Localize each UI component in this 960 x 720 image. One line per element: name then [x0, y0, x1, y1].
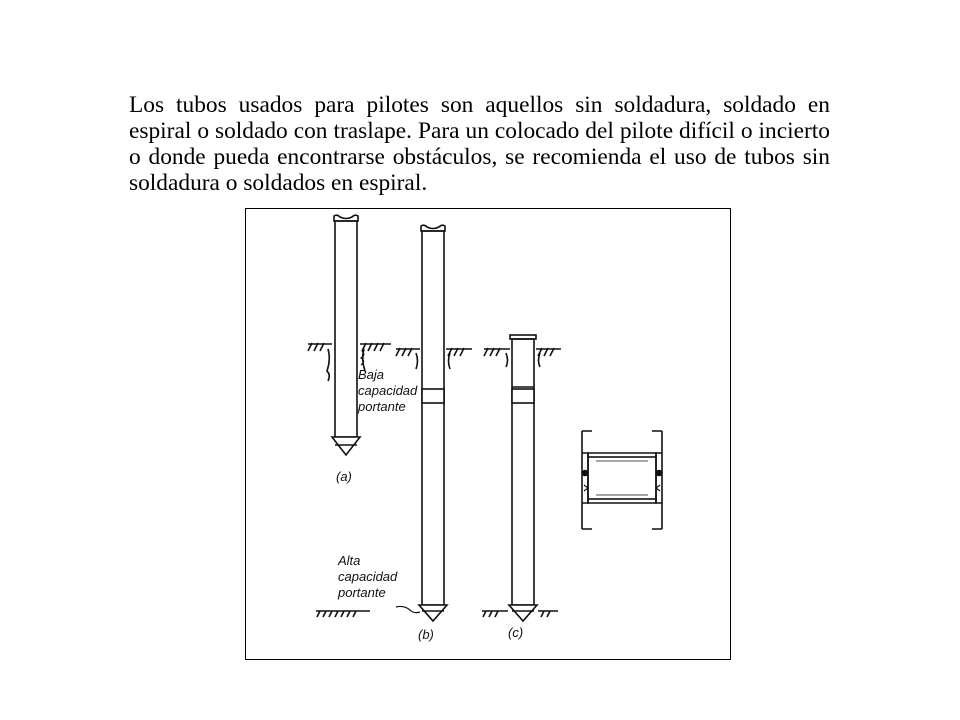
pipe-piles-drawing: [307, 214, 663, 623]
label-a-line-1: Baja: [358, 367, 385, 382]
splice-detail: [581, 430, 663, 531]
label-a-line-3: portante: [358, 399, 406, 414]
pile-a: [330, 214, 362, 457]
pile-c: [507, 334, 539, 623]
label-b-line-3: portante: [338, 585, 386, 600]
caption-c: (c): [508, 625, 524, 640]
label-baja-capacidad: Baja capacidad portante: [358, 367, 417, 415]
ground-bottom: [316, 605, 558, 618]
label-a-line-2: capacidad: [358, 383, 418, 398]
pile-b: [417, 224, 449, 623]
label-b-line-2: capacidad: [338, 569, 398, 584]
ground-a: [307, 342, 391, 382]
ground-b: [395, 347, 472, 370]
caption-a: (a): [336, 469, 352, 484]
body-paragraph: Los tubos usados para pilotes son aquell…: [129, 92, 830, 196]
ground-c: [483, 347, 561, 368]
label-b-line-1: Alta: [338, 553, 361, 568]
caption-b: (b): [418, 627, 434, 642]
pipe-piles-figure: Baja capacidad portante Alta capacidad p…: [245, 208, 731, 660]
label-alta-capacidad: Alta capacidad portante: [338, 553, 397, 601]
